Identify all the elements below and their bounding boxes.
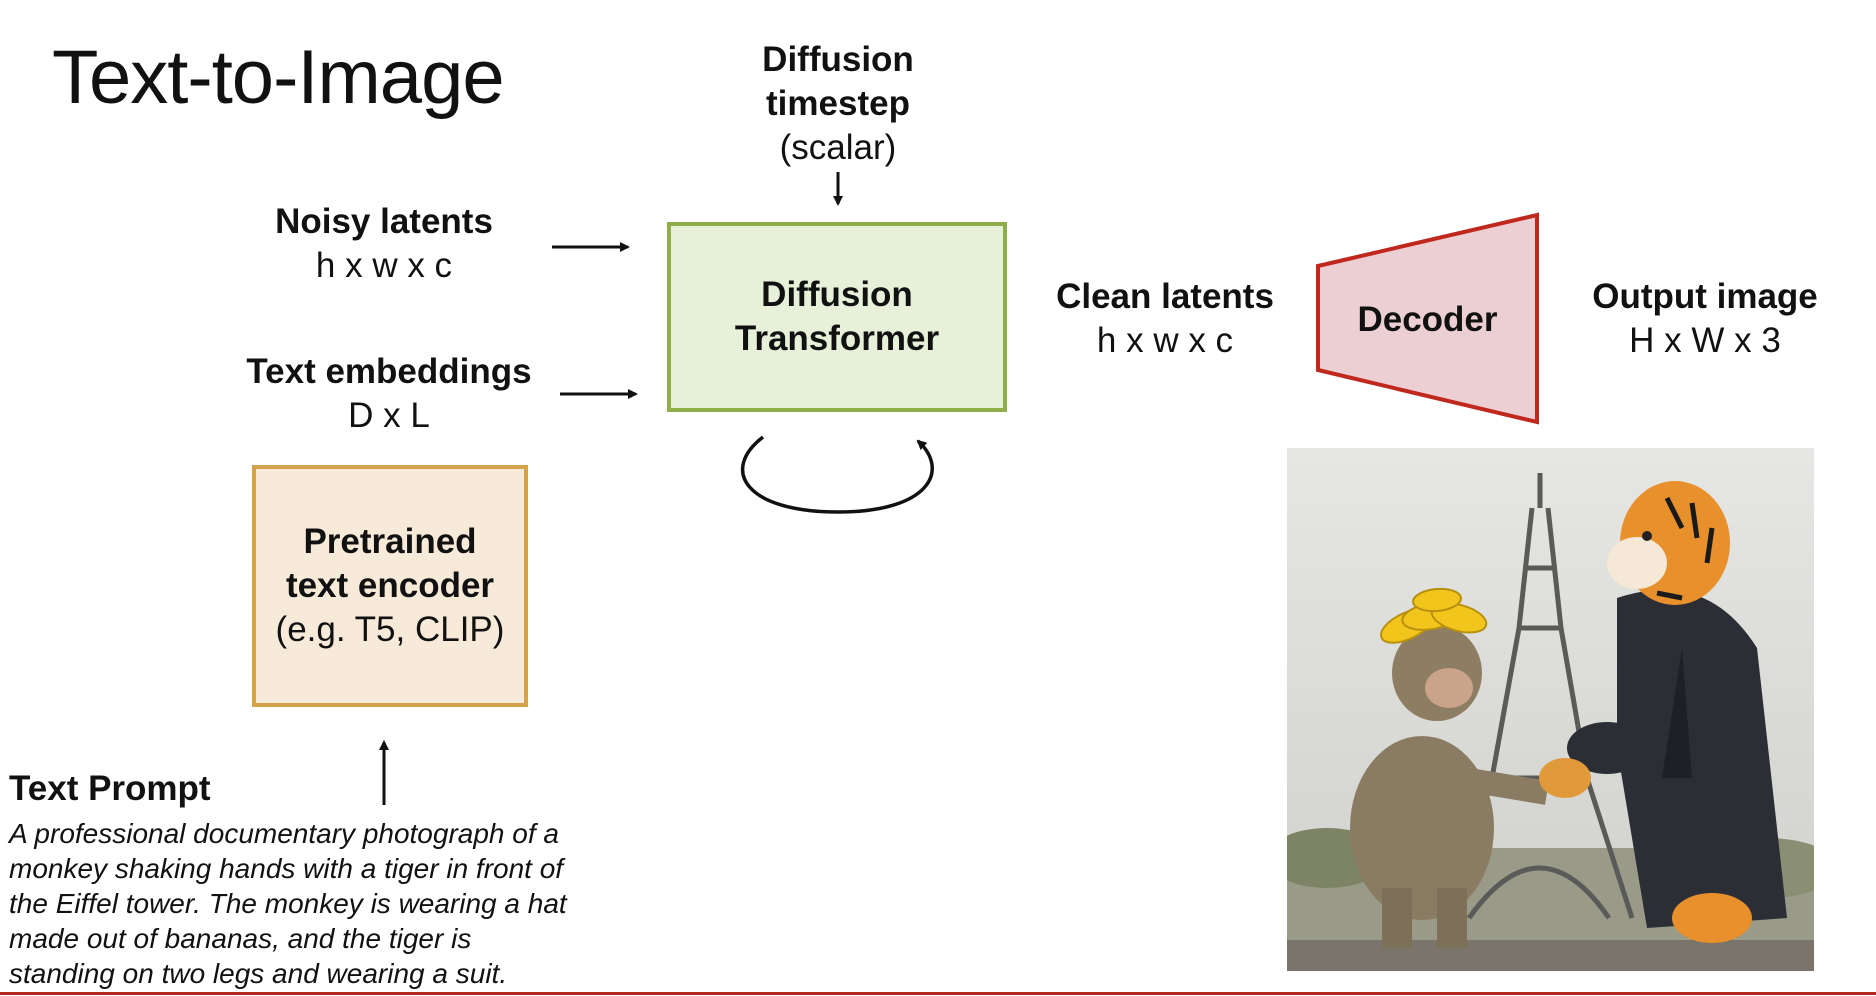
timestep-label: Diffusion timestep (scalar) [738,38,938,170]
monkey [1350,587,1549,948]
dit-line2: Transformer [734,319,940,358]
text-embeddings-name: Text embeddings [246,352,532,391]
output-photo [1287,448,1814,971]
timestep-line3: (scalar) [779,128,897,167]
decoder-label: Decoder [1357,300,1498,339]
encoder-line3: (e.g. T5, CLIP) [275,610,505,649]
dit-line1: Diffusion [761,275,913,314]
tiger [1539,481,1787,943]
output-image-dims: H x W x 3 [1629,321,1781,360]
bottom-rule [0,992,1876,995]
clean-latents-dims: h x w x c [1096,321,1234,360]
timestep-line1: Diffusion [762,40,914,79]
text-prompt-body: A professional documentary photograph of… [9,818,567,989]
noisy-latents-name: Noisy latents [275,202,493,241]
text-embeddings-label: Text embeddings D x L [229,350,549,438]
clean-latents-label: Clean latents h x w x c [1040,275,1290,363]
output-image-label: Output image H x W x 3 [1575,275,1835,363]
clean-latents-name: Clean latents [1056,277,1274,316]
decoder-shape [1316,212,1539,425]
diffusion-transformer-box: Diffusion Transformer [667,222,1007,412]
output-image-name: Output image [1592,277,1818,316]
timestep-line2: timestep [766,84,910,123]
encoder-line1: Pretrained [303,522,477,561]
text-encoder-box: Pretrained text encoder (e.g. T5, CLIP) [252,465,528,707]
text-embeddings-dims: D x L [348,396,430,435]
iteration-loop [740,435,934,514]
page-title: Text-to-Image [52,35,505,120]
noisy-latents-label: Noisy latents h x w x c [244,200,524,288]
encoder-line2: text encoder [285,566,495,605]
noisy-latents-dims: h x w x c [315,246,453,285]
text-prompt-heading: Text Prompt [9,769,211,808]
